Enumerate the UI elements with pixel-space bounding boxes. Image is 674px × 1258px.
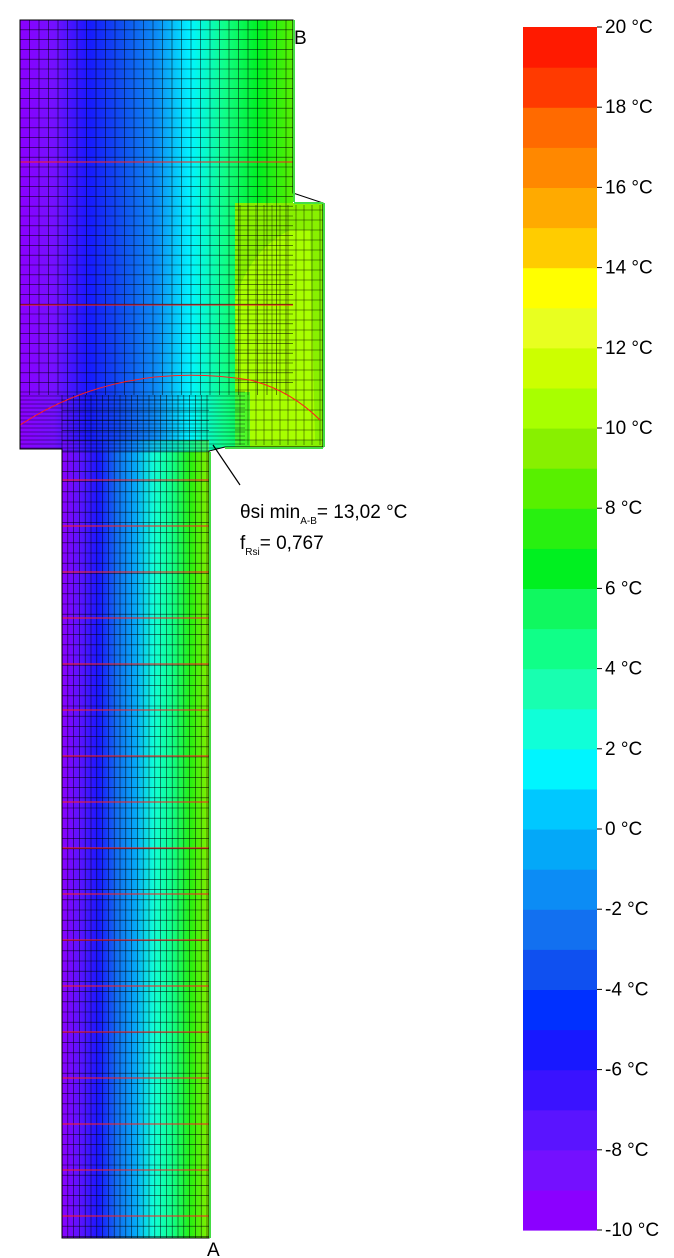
colorbar-band	[523, 347, 597, 389]
isotherm-lines	[20, 161, 321, 1217]
colorbar-tick-label: -4 °C	[605, 979, 649, 1000]
colorbar-band	[523, 588, 597, 630]
colorbar-tick-label: 16 °C	[605, 177, 653, 198]
colorbar-tick-label: 10 °C	[605, 418, 653, 439]
frsi-label: fRsi= 0,767	[240, 533, 324, 558]
colorbar-band	[523, 748, 597, 790]
theta-label: θsi minA-B= 13,02 °C	[240, 502, 407, 527]
colorbar-band	[523, 428, 597, 469]
colorbar-band	[523, 27, 597, 68]
colorbar: 20 °C 18 °C 16 °C 14 °C 12 °C 10 °C 8 °C 6 °C 4 …	[523, 17, 659, 1241]
colorbar-band	[523, 869, 597, 910]
minimum-temperature-annotation: θsi minA-B= 13,02 °C fRsi= 0,767	[212, 444, 407, 558]
colorbar-tick-label: 18 °C	[605, 97, 653, 118]
colorbar-band	[523, 187, 597, 229]
colorbar-tick-label: -2 °C	[605, 899, 649, 920]
colorbar-tick-label: 2 °C	[605, 739, 642, 760]
frsi-f: f	[240, 533, 246, 554]
annotation-leader-line	[212, 444, 241, 486]
theta-text: si min	[251, 502, 301, 523]
colorbar-tick-label: 4 °C	[605, 659, 642, 680]
colorbar-tick-label: 20 °C	[605, 17, 653, 38]
colorbar-tick-label: -6 °C	[605, 1060, 649, 1081]
theta-subscript: A-B	[300, 516, 317, 527]
colorbar-ticks: 20 °C 18 °C 16 °C 14 °C 12 °C 10 °C 8 °C 6 °C 4 …	[597, 17, 659, 1241]
colorbar-band	[523, 949, 597, 990]
colorbar-band	[523, 107, 597, 148]
frsi-subscript: Rsi	[245, 547, 259, 558]
theta-value: = 13,02 °C	[317, 502, 408, 523]
colorbar-tick-label: 12 °C	[605, 338, 653, 359]
junction-region	[20, 392, 250, 452]
colorbar-band	[523, 829, 597, 870]
lower-wall-region	[62, 440, 209, 1238]
colorbar-band	[523, 909, 597, 950]
temperature-field: B A	[19, 19, 325, 1258]
colorbar-band	[523, 668, 597, 710]
colorbar-tick-label: 0 °C	[605, 819, 642, 840]
colorbar-band	[523, 989, 597, 1031]
point-label-b: B	[294, 28, 307, 49]
colorbar-tick-label: -10 °C	[605, 1220, 659, 1241]
colorbar-band	[523, 548, 597, 589]
colorbar-band	[523, 508, 597, 549]
colorbar-band	[523, 1029, 597, 1071]
theta-symbol: θ	[240, 502, 251, 523]
colorbar-band	[523, 468, 597, 509]
colorbar-band	[523, 628, 597, 670]
colorbar-band	[523, 1069, 597, 1111]
colorbar-band	[523, 788, 597, 830]
colorbar-band	[523, 1149, 597, 1191]
colorbar-band	[523, 1189, 597, 1231]
colorbar-band	[523, 227, 597, 269]
colorbar-tick-label: -8 °C	[605, 1140, 649, 1161]
colorbar-band	[523, 387, 597, 429]
colorbar-band	[523, 1109, 597, 1151]
colorbar-tick-label: 6 °C	[605, 578, 642, 599]
colorbar-bands	[523, 27, 597, 1231]
frame-inner-cool-zone	[235, 230, 315, 440]
mesh-grid	[20, 20, 323, 1238]
colorbar-band	[523, 267, 597, 309]
frsi-value: = 0,767	[260, 533, 324, 554]
colorbar-band	[523, 67, 597, 108]
colorbar-band	[523, 147, 597, 188]
colorbar-band	[523, 708, 597, 750]
isotherm-line	[20, 374, 321, 426]
point-label-a: A	[207, 1240, 220, 1258]
colorbar-tick-label: 14 °C	[605, 258, 653, 279]
colorbar-tick-label: 8 °C	[605, 498, 642, 519]
colorbar-band	[523, 307, 597, 349]
